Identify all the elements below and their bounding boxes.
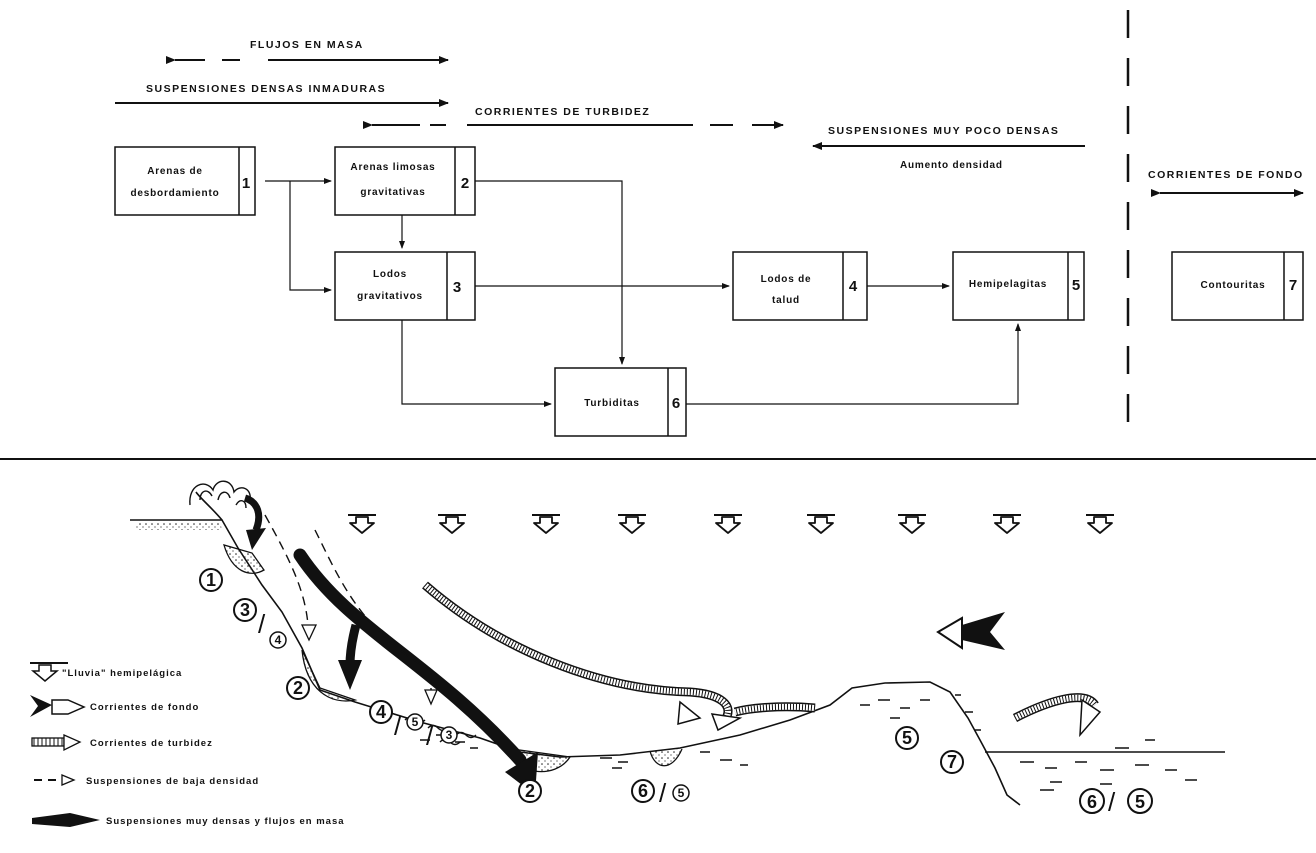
box-5: Hemipelagitas 5 [952, 251, 1085, 321]
svg-text:5: 5 [678, 786, 685, 800]
box-1-line2: desbordamiento [131, 188, 220, 199]
turbidity-arrow-icon-label: Corrientes de turbidez [90, 738, 213, 749]
dense-flow-arrows [243, 494, 538, 795]
rain-arrow-icon-label: "Lluvia" hemipelágica [62, 668, 182, 679]
mud-dashes [420, 694, 1197, 791]
circle-label-4-small: 4 [269, 631, 287, 649]
legend-item-bold-arrow: Suspensiones muy densas y flujos en masa [32, 813, 345, 827]
suspensiones-densas-label: SUSPENSIONES DENSAS INMADURAS [146, 83, 386, 95]
aumento-densidad-label: Aumento densidad [900, 160, 1003, 171]
box-3: Lodos gravitativos 3 [334, 251, 476, 321]
circle-label-2a: 2 [286, 676, 310, 700]
circle-label-5c: 5 [895, 726, 919, 750]
svg-text:/: / [394, 711, 402, 741]
svg-text:4: 4 [376, 702, 386, 722]
profile-labels: 1 3 / 4 2 4 / 5 / 3 2 6 / 5 5 7 6 / 5 [199, 568, 1153, 817]
legend-item-bottom-current: Corrientes de fondo [30, 695, 199, 717]
turbidite-lobe [649, 748, 683, 767]
svg-text:/: / [258, 609, 266, 639]
box-4-line1: Lodos de [761, 274, 812, 285]
box-4-number: 4 [849, 278, 858, 295]
legend-item-dashed: Suspensiones de baja densidad [34, 774, 259, 787]
low-density-suspension-arrows [264, 514, 431, 671]
box-2-number: 2 [461, 175, 469, 192]
svg-text:7: 7 [947, 752, 957, 772]
circle-label-3-small: 3 [440, 726, 458, 744]
flow-connectors [265, 178, 1021, 407]
svg-text:3: 3 [446, 728, 453, 742]
svg-text:/: / [426, 721, 434, 751]
svg-text:2: 2 [525, 781, 535, 801]
legend-item-rain: "Lluvia" hemipelágica [30, 662, 182, 682]
box-4: Lodos de talud 4 [732, 251, 868, 321]
svg-text:5: 5 [1135, 792, 1145, 812]
box-3-line2: gravitativos [357, 291, 423, 302]
box-1: Arenas de desbordamiento 1 [114, 146, 256, 216]
circle-label-6b: 6 [1079, 788, 1105, 814]
flujos-en-masa-label: FLUJOS EN MASA [250, 39, 364, 51]
low-density-arrowhead-1 [300, 624, 318, 642]
bottom-current-symbol [936, 612, 1005, 650]
corrientes-fondo-label: CORRIENTES DE FONDO [1148, 169, 1304, 181]
legend-item-turbidity: Corrientes de turbidez [31, 734, 213, 752]
svg-text:2: 2 [293, 678, 303, 698]
svg-text:6: 6 [638, 781, 648, 801]
svg-text:6: 6 [1087, 792, 1097, 812]
box-1-number: 1 [242, 175, 250, 192]
hemipelagic-rain-row [347, 514, 1115, 534]
suspensiones-poco-densas-label: SUSPENSIONES MUY POCO DENSAS [828, 125, 1059, 137]
turbidity-arrowhead-1 [710, 713, 743, 732]
dashed-arrow-icon-label: Suspensiones de baja densidad [86, 776, 259, 787]
corrientes-turbidez-label: CORRIENTES DE TURBIDEZ [475, 106, 650, 118]
shelf-sand [135, 522, 222, 530]
box-2-line1: Arenas limosas [350, 162, 435, 173]
box-4-line2: talud [772, 295, 800, 306]
circle-label-5-small-b: 5 [672, 784, 690, 802]
bold-arrow-icon-label: Suspensiones muy densas y flujos en masa [106, 816, 345, 827]
box-7-line1: Contouritas [1201, 280, 1266, 291]
box-5-number: 5 [1072, 277, 1080, 294]
svg-text:4: 4 [275, 633, 282, 647]
bottom-current-icon-label: Corrientes de fondo [90, 702, 199, 713]
slump-head-icon [189, 480, 251, 509]
turbidity-currents [422, 581, 1099, 723]
svg-text:3: 3 [240, 600, 250, 620]
flow-labels: FLUJOS EN MASA SUSPENSIONES DENSAS INMAD… [115, 10, 1304, 440]
legend: "Lluvia" hemipelágica Corrientes de fond… [30, 662, 345, 827]
sand-body-2 [301, 649, 358, 702]
sand-body-1 [223, 544, 265, 574]
circle-label-4b: 4 [369, 700, 393, 724]
svg-text:5: 5 [412, 715, 419, 729]
turbidity-arrowhead-3 [1079, 698, 1102, 738]
svg-text:1: 1 [206, 570, 216, 590]
box-6-line1: Turbiditas [584, 398, 640, 409]
svg-text:5: 5 [902, 728, 912, 748]
box-6: Turbiditas 6 [554, 367, 687, 437]
turbidity-arrowhead-2 [677, 700, 702, 726]
circle-label-5-small: 5 [406, 713, 424, 731]
svg-text:/: / [1108, 787, 1116, 817]
circle-label-3: 3 [233, 598, 257, 622]
svg-text:/: / [659, 778, 667, 808]
low-density-arrowhead-2 [424, 689, 438, 706]
circle-label-2b: 2 [518, 779, 542, 803]
box-5-line1: Hemipelagitas [969, 279, 1047, 290]
box-1-line1: Arenas de [147, 166, 203, 177]
circle-label-5d: 5 [1127, 788, 1153, 814]
circle-label-6a: 6 [631, 779, 655, 803]
box-6-number: 6 [672, 395, 680, 412]
box-3-line1: Lodos [373, 269, 407, 280]
circle-label-7: 7 [940, 750, 964, 774]
box-2-line2: gravitativas [360, 187, 425, 198]
box-2: Arenas limosas gravitativas 2 [334, 146, 476, 216]
box-7: Contouritas 7 [1171, 251, 1304, 321]
box-7-number: 7 [1289, 277, 1297, 294]
circle-label-1: 1 [199, 568, 223, 592]
box-3-number: 3 [453, 279, 461, 296]
